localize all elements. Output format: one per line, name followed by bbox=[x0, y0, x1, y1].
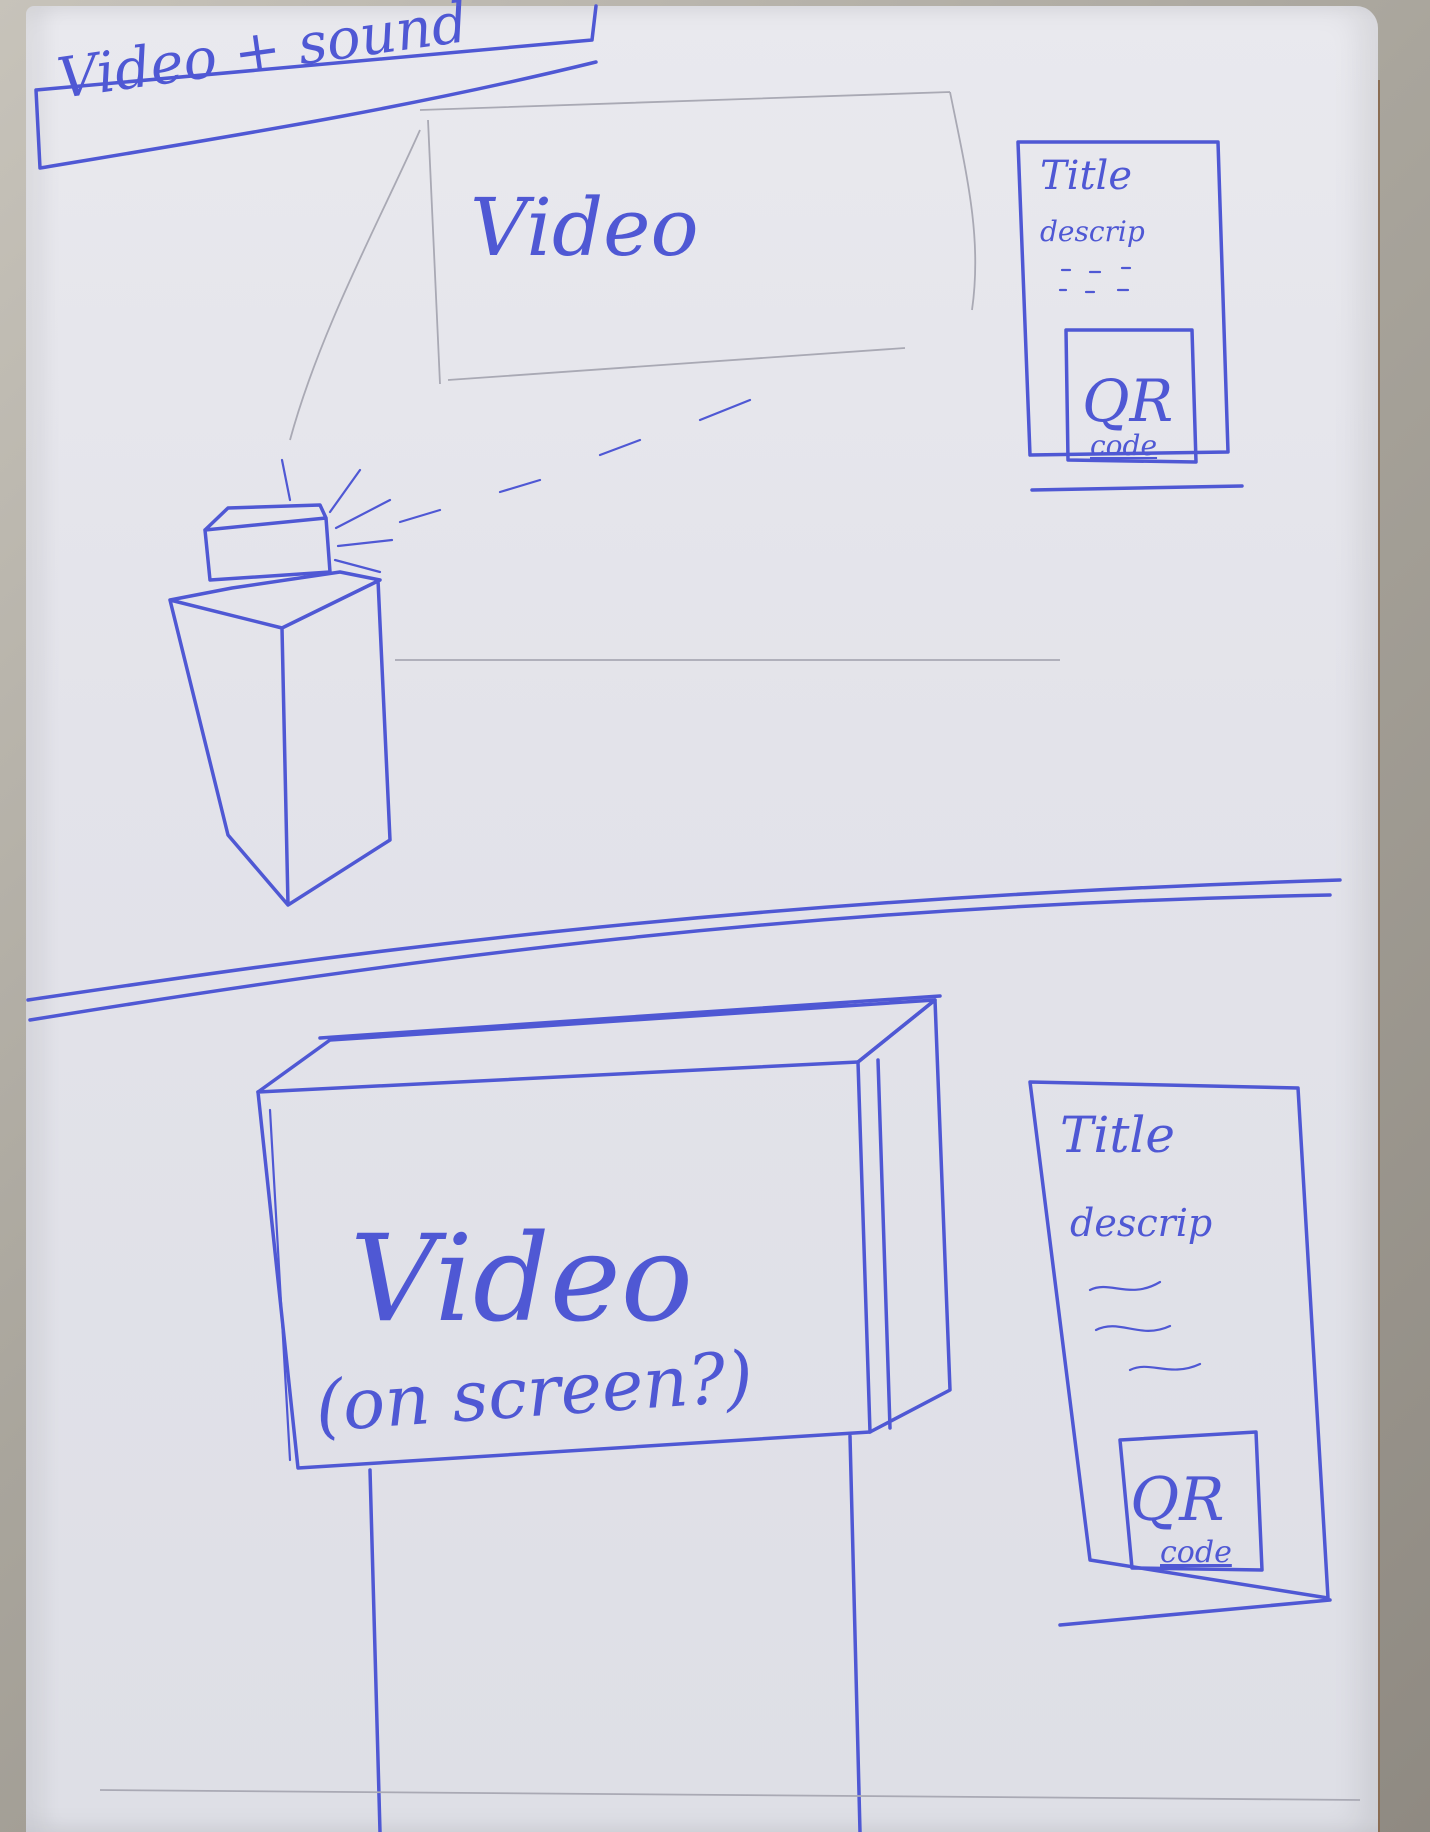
floor-line-bottom bbox=[100, 1790, 1360, 1800]
bottom-video-label: Video bbox=[350, 1220, 693, 1340]
projector-pedestal bbox=[170, 572, 390, 905]
screen-inner-border bbox=[270, 1110, 290, 1460]
screen-top-edge bbox=[258, 996, 940, 1092]
screen-stand-left bbox=[370, 1470, 380, 1832]
bottom-panel-description: descrip bbox=[1070, 1204, 1212, 1242]
top-qr-label: QR bbox=[1082, 372, 1173, 430]
bottom-qr-label: QR bbox=[1130, 1470, 1224, 1530]
bottom-desc-squiggles bbox=[1090, 1282, 1200, 1370]
projector-rays bbox=[282, 460, 392, 572]
projector-body bbox=[205, 505, 330, 580]
top-code-label: code bbox=[1090, 432, 1157, 460]
bottom-panel-title: Title bbox=[1060, 1110, 1175, 1160]
top-video-label: Video bbox=[470, 188, 699, 268]
top-panel-title: Title bbox=[1040, 156, 1132, 196]
screen-stand-right bbox=[850, 1436, 860, 1832]
top-desc-scribble bbox=[1060, 268, 1130, 292]
bottom-code-label: code bbox=[1160, 1538, 1232, 1568]
scene-divider bbox=[28, 880, 1340, 1020]
top-scene bbox=[170, 92, 1242, 905]
projection-beam-lower bbox=[400, 400, 750, 522]
screen-side bbox=[858, 1000, 950, 1432]
top-panel-description: descrip bbox=[1040, 218, 1145, 246]
projection-beam-upper bbox=[290, 130, 420, 440]
